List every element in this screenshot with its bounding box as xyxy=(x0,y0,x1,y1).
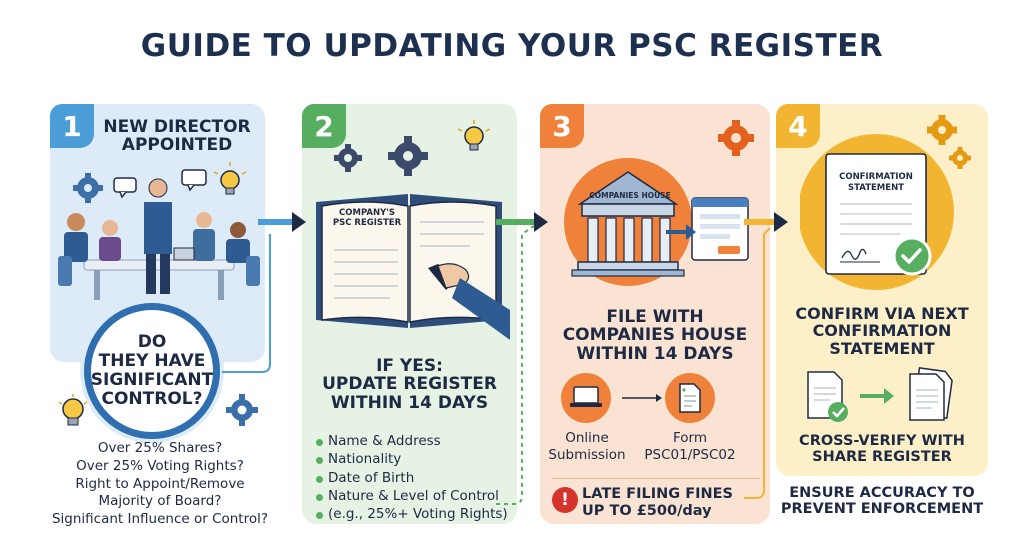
stacked-documents-icon xyxy=(807,367,953,422)
accuracy-note: ENSURE ACCURACY TO PREVENT ENFORCEMENT xyxy=(780,485,984,517)
step-4-badge: 4 xyxy=(776,104,820,148)
gear-icon xyxy=(927,115,957,145)
step-1-heading: NEW DIRECTOR APPOINTED xyxy=(103,117,251,156)
divider xyxy=(552,478,760,479)
laptop-icon xyxy=(561,373,611,423)
online-submission-label: Online Submission xyxy=(548,430,626,464)
significant-control-question: DO THEY HAVE SIGNIFICANT CONTROL? xyxy=(84,303,220,439)
gear-icon xyxy=(718,120,754,156)
document-label: CONFIRMATION STATEMENT xyxy=(839,172,913,193)
speech-bubble-icon xyxy=(113,177,137,199)
step-2-badge: 2 xyxy=(302,104,346,148)
form-document-icon xyxy=(665,373,715,423)
step-1-badge: 1 xyxy=(50,104,94,148)
speech-bubble-icon xyxy=(181,169,207,192)
building-icon xyxy=(564,120,754,286)
step-3-heading: FILE WITH COMPANIES HOUSE WITHIN 14 DAYS xyxy=(562,307,748,364)
step-4-heading: CONFIRM VIA NEXT CONFIRMATION STATEMENT xyxy=(795,304,969,358)
lightbulb-icon xyxy=(58,394,88,426)
list-item: Nationality xyxy=(314,450,514,468)
book-label: COMPANY'S PSC REGISTER xyxy=(332,208,402,229)
step-2-heading: IF YES: UPDATE REGISTER WITHIN 14 DAYS xyxy=(322,356,497,413)
list-item: Majority of Board? xyxy=(98,493,222,510)
list-item: Name & Address xyxy=(314,432,514,450)
meeting-people-illustration xyxy=(58,162,260,300)
gear-icon xyxy=(334,144,362,172)
pen-hand-icon xyxy=(428,263,510,340)
late-filing-warning: LATE FILING FINES UP TO £500/day xyxy=(582,486,733,520)
register-details-list: Name & Address Nationality Date of Birth… xyxy=(314,432,514,524)
gear-icon xyxy=(226,394,258,426)
lightbulb-icon xyxy=(213,162,247,195)
list-item: Over 25% Voting Rights? xyxy=(76,457,244,474)
open-book-icon xyxy=(316,120,510,340)
list-item: Right to Appoint/Remove xyxy=(75,475,245,492)
list-item: Over 25% Shares? xyxy=(97,440,223,456)
gear-icon xyxy=(73,173,103,203)
list-item: Date of Birth xyxy=(314,469,514,487)
browser-window-icon xyxy=(691,197,749,261)
gear-icon xyxy=(388,136,428,176)
cross-verify-label: CROSS-VERIFY WITH SHARE REGISTER xyxy=(799,433,965,465)
building-label: COMPANIES HOUSE xyxy=(589,191,671,200)
filing-options-icons xyxy=(561,373,715,423)
arrow-icon xyxy=(860,388,894,404)
list-item: (e.g., 25%+ Voting Rights) xyxy=(314,505,514,523)
certificate-icon xyxy=(800,115,971,290)
list-item: Significant Influence or Control? xyxy=(51,511,269,528)
form-label: Form PSC01/PSC02 xyxy=(644,430,736,464)
lightbulb-icon xyxy=(457,120,491,151)
significant-control-criteria: Over 25% Shares? Over 25% Voting Rights?… xyxy=(40,440,280,529)
gear-icon xyxy=(949,147,971,169)
warning-icon: ! xyxy=(552,487,578,513)
checkmark-icon xyxy=(892,236,932,276)
arrow-icon xyxy=(622,394,662,402)
list-item: Nature & Level of Control xyxy=(314,487,514,505)
step-3-badge: 3 xyxy=(540,104,584,148)
page-title: GUIDE TO UPDATING YOUR PSC REGISTER xyxy=(140,28,884,64)
